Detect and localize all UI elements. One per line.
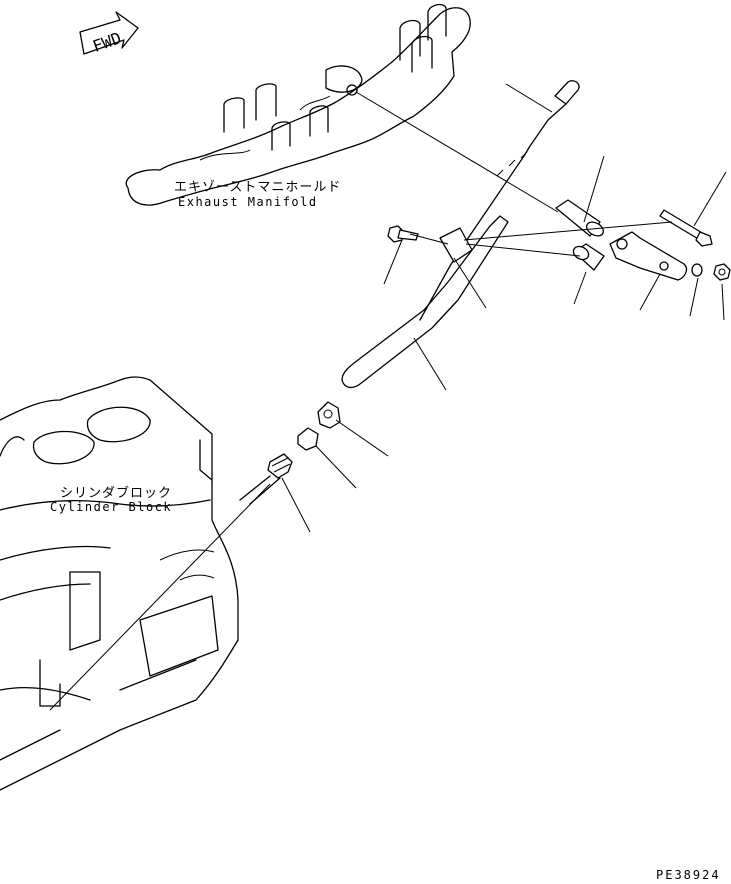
- sleeve-nut: [317, 401, 341, 429]
- exhaust-manifold-label-en: Exhaust Manifold: [178, 195, 318, 209]
- bolt: [659, 209, 713, 247]
- ferrule: [297, 427, 319, 451]
- spacer-collar: [572, 243, 605, 271]
- clip-bolt: [387, 225, 419, 243]
- washer: [691, 263, 703, 277]
- dipstick-handle: [547, 80, 580, 121]
- cylinder-block-label-en: Cylinder Block: [50, 500, 173, 514]
- lower-tube: [239, 453, 293, 505]
- cylinder-block-label-jp: シリンダブロック: [60, 486, 173, 501]
- bracket: [609, 231, 688, 281]
- grommet: [555, 199, 605, 237]
- drawing-number: PE38924: [656, 868, 721, 882]
- exhaust-manifold: [125, 3, 471, 206]
- fwd-arrow-label: FWD: [90, 28, 124, 56]
- cylinder-block: [0, 376, 239, 791]
- exhaust-manifold-label-jp: エキゾーストマニホールド: [174, 180, 342, 195]
- dipstick-rod: [419, 119, 549, 321]
- leader-lines: [49, 83, 727, 711]
- nut: [713, 263, 731, 281]
- tube-clip: [439, 227, 473, 263]
- dipstick-guide-tube: [341, 215, 509, 389]
- fwd-arrow: FWD: [79, 11, 139, 56]
